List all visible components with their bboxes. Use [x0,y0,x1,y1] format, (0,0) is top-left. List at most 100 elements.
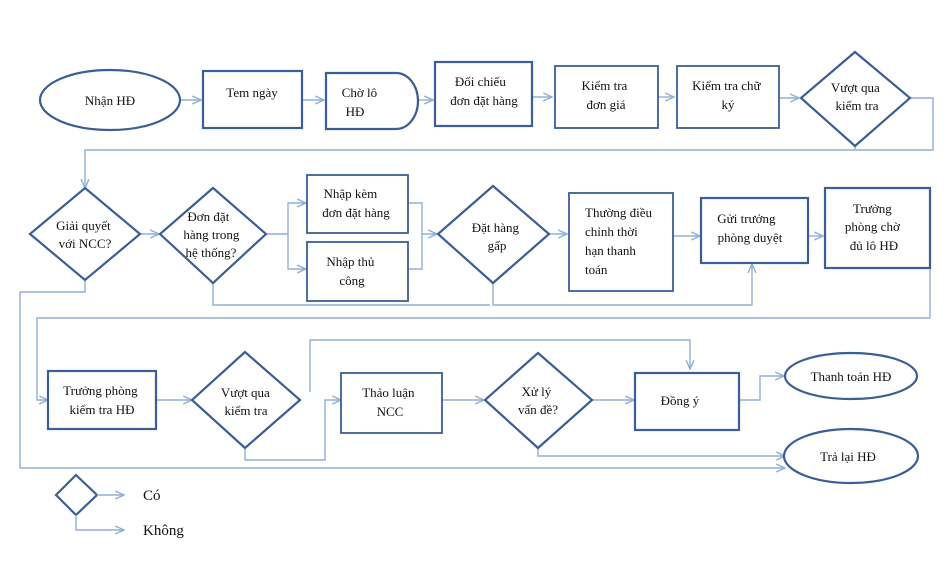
node-urgent-order-line-2: gấp [488,238,507,253]
svg-text:Nhập thủ công: Nhập thủ công [326,254,377,288]
edge-pass2-no-to-discuss [244,400,341,461]
node-manager-wait-line-1: Trưởng [853,201,892,216]
node-pass-check-1: Vượt qua kiểm tra [799,50,912,148]
node-pass-check-2: Vượt qua kiểm tra [190,350,302,450]
node-discuss-supplier-line-2: NCC [377,404,404,419]
node-agree-label: Đồng ý [661,393,700,408]
edge-pass2-yes-to-agree [309,339,690,392]
legend-yes-label: Có [143,488,161,504]
node-adjust-terms-line-2: chỉnh thời [585,224,638,239]
edge-po-to-withpo [266,203,306,235]
svg-text:Giải quyết với NCC?: Giải quyết với NCC? [56,218,114,251]
node-po-in-system-line-3: hệ thống? [186,245,237,260]
node-check-signature-line-1: Kiểm tra chữ [692,78,761,93]
node-date-stamp: Tem ngày [201,69,304,130]
edge-manual-join [408,234,423,270]
node-enter-with-po-line-1: Nhập kèm [323,186,377,201]
node-urgent-order-line-1: Đặt hàng [472,220,520,235]
node-manager-check: Trưởng phòng kiểm tra HĐ [46,369,158,431]
node-resolve-supplier-line-2: với NCC? [59,236,112,251]
svg-text:Gửi trưởng phòng duyệt: Gửi trưởng phòng duyệt [717,211,782,245]
node-adjust-terms-line-3: hạn thanh [585,243,636,258]
node-agree: Đồng ý [633,371,741,432]
svg-text:Đặt hàng gấp: Đặt hàng gấp [472,220,523,253]
node-check-signature-line-2: ký [722,97,736,112]
node-wait-batch: Chờ lô HĐ [324,71,420,131]
node-send-manager-line-1: Gửi trưởng [717,211,776,226]
edge-agree-to-pay [740,376,784,401]
edge-resolve-no-to-return-2 [537,448,785,456]
node-po-in-system-line-2: hàng trong [183,227,239,242]
node-check-price-line-2: đơn giá [586,97,625,112]
edge-urgent-no-to-send [492,264,752,306]
node-resolve-supplier: Giải quyết với NCC? [28,186,142,282]
node-manager-wait: Trưởng phòng chờ đủ lô HĐ [823,186,932,270]
svg-text:Vượt qua kiểm tra: Vượt qua kiểm tra [221,385,273,418]
edges [19,97,934,468]
node-receive-invoice-label: Nhận HĐ [85,93,135,108]
node-receive-invoice: Nhận HĐ [38,68,182,132]
edge-resolve-no-to-return [19,280,785,468]
node-pay-invoice-label: Thanh toán HĐ [811,369,892,384]
edge-po-bottom [212,283,490,306]
node-manual-entry: Nhập thủ công [306,241,409,302]
node-return-invoice-label: Trả lại HĐ [820,449,876,464]
node-manual-entry-line-1: Nhập thủ [326,254,375,269]
svg-text:Trưởng phòng chờ: Trưởng phòng chờ đủ lô HĐ [845,201,903,253]
node-send-manager: Gửi trưởng phòng duyệt [699,196,810,265]
node-discuss-supplier: Thảo luận NCC [340,372,443,434]
node-pass-check-1-line-1: Vượt qua [831,80,880,95]
node-manager-check-line-1: Trưởng phòng [63,383,138,398]
node-adjust-terms-line-1: Thường điều [585,205,652,220]
node-manager-wait-line-3: đủ lô HĐ [850,238,898,253]
svg-text:Thảo luận NCC: Thảo luận NCC [362,385,418,419]
node-resolve-issue-line-1: Xử lý [521,384,551,399]
edge-withpo-to-urgent [408,202,437,234]
node-pay-invoice: Thanh toán HĐ [783,351,919,401]
edge-po-to-manual [287,234,306,269]
node-check-price-line-1: Kiểm tra [581,78,627,93]
node-match-po-line-2: đơn đặt hàng [450,93,518,108]
svg-text:Đơn đặt hàng trong: Đơn đặt hàng trong hệ thống? [183,209,242,260]
svg-text:Kiểm tra chữ ký: Kiểm tra chữ ký [692,78,764,112]
node-wait-batch-line-1: Chờ lô [342,85,377,100]
node-po-in-system-line-1: Đơn đặt [187,209,229,224]
node-check-price: Kiểm tra đơn giá [554,65,659,129]
node-manager-check-line-2: kiểm tra HĐ [70,402,135,417]
svg-text:Thường điều chỉnh thời: Thường điều chỉnh thời hạn thanh toán [585,205,655,277]
svg-text:Nhập kèm đơn đặt hàng: Nhập kèm đơn đặt hàng [322,186,390,220]
node-po-in-system: Đơn đặt hàng trong hệ thống? [158,186,268,285]
node-match-po: Đối chiếu đơn đặt hàng [433,60,534,128]
node-pass-check-2-line-2: kiểm tra [225,403,268,418]
svg-text:Vượt qua kiểm tra: Vượt qua kiểm tra [831,80,883,113]
node-enter-with-po-line-2: đơn đặt hàng [322,205,390,220]
node-pass-check-2-line-1: Vượt qua [221,385,270,400]
node-manual-entry-line-2: công [339,273,365,288]
legend-no-arrow [75,515,124,530]
node-pass-check-1-line-2: kiểm tra [836,98,879,113]
svg-text:Trưởng phòng kiểm tra: Trưởng phòng kiểm tra HĐ [63,383,141,417]
svg-text:Kiểm tra đơn giá: Kiểm tra đơn giá [581,78,630,112]
node-enter-with-po: Nhập kèm đơn đặt hàng [306,174,409,234]
legend: Có Không [54,473,184,539]
node-adjust-terms-line-4: toán [585,262,608,277]
node-return-invoice: Trả lại HĐ [782,427,920,485]
node-resolve-issue-line-2: vấn đề? [518,402,558,417]
node-send-manager-line-2: phòng duyệt [718,230,783,245]
node-manager-wait-line-2: phòng chờ [845,219,901,234]
node-resolve-supplier-line-1: Giải quyết [56,218,111,233]
node-date-stamp-line-1: Tem ngày [226,85,278,100]
node-discuss-supplier-line-1: Thảo luận [362,385,415,400]
node-resolve-issue: Xử lý vấn đề? [483,351,594,450]
nodes: Nhận HĐ Tem ngày Chờ lô HĐ Đối chiếu đơn… [28,50,932,485]
node-match-po-line-1: Đối chiếu [455,74,506,89]
svg-text:Xử lý vấn đề?: Xử lý vấn đề? [518,384,558,417]
legend-no-label: Không [143,523,184,539]
edge-wait-to-manager-check [36,236,931,400]
edge-pass1-to-resolve-supplier [85,97,934,188]
svg-text:Chờ lô HĐ: Chờ lô HĐ [342,85,381,119]
node-urgent-order: Đặt hàng gấp [436,184,551,285]
svg-text:Đối chiếu đơn đặt hàng: Đối chiếu đơn đặt hàng [450,74,518,108]
legend-diamond [54,473,99,517]
